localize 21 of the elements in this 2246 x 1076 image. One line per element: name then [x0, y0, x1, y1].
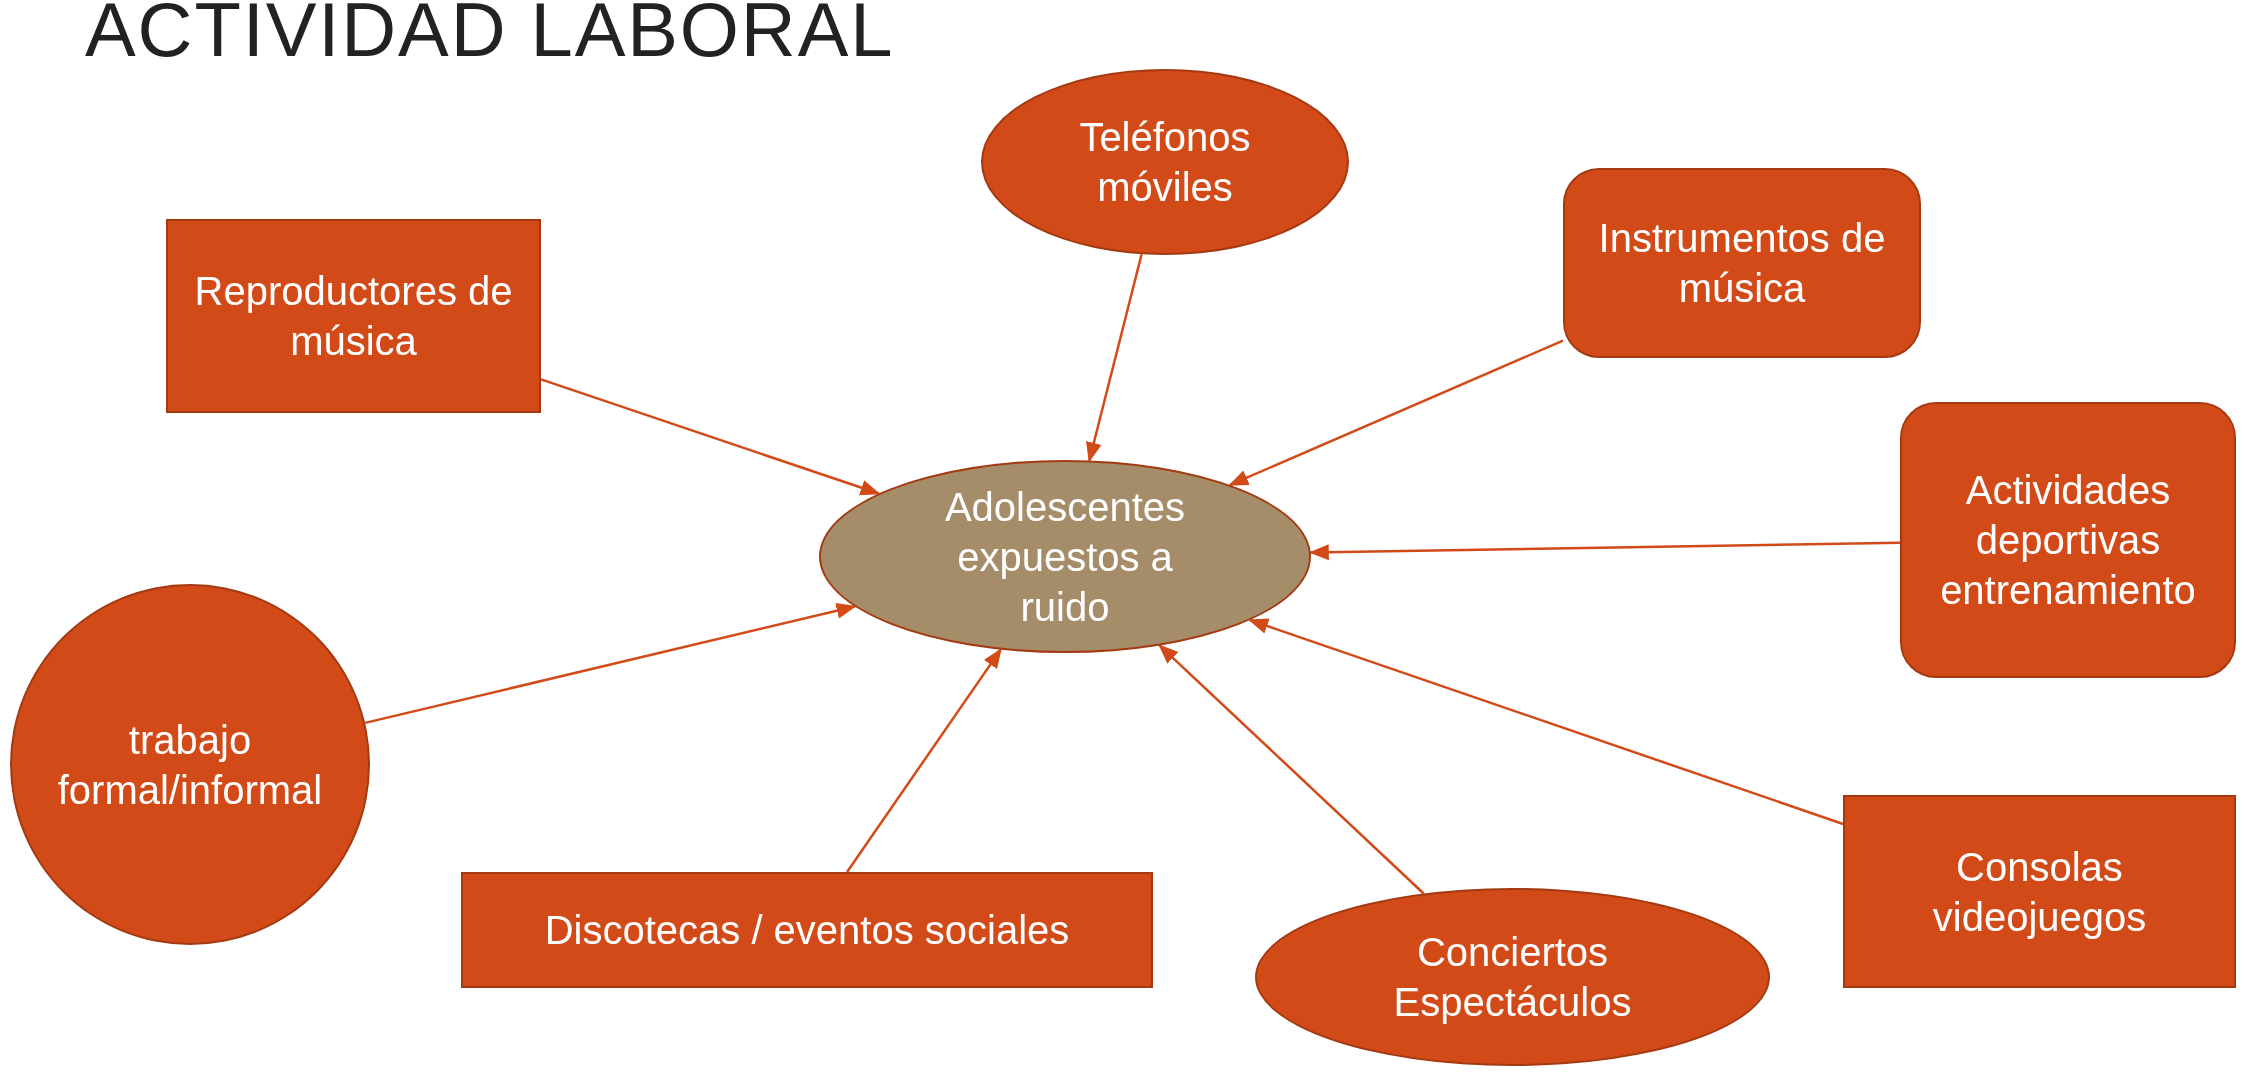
arrow — [1158, 644, 1425, 895]
node-label: Conciertos Espectáculos — [1392, 929, 1633, 1026]
arrow — [540, 378, 881, 496]
arrow — [1248, 618, 1844, 826]
arrow — [1086, 253, 1143, 463]
diagram-title: ACTIVIDAD LABORAL — [85, 0, 895, 68]
process-box — [1843, 795, 2236, 988]
node-label: Actividades deportivas entrenamiento — [1939, 467, 2197, 614]
rounded-box — [1563, 168, 1921, 358]
node-label: Reproductores de música — [193, 268, 514, 365]
process-box — [461, 872, 1153, 988]
arrow — [1228, 339, 1564, 487]
node-label: trabajo formal/informal — [56, 716, 324, 814]
process-box — [166, 219, 541, 413]
node-label: Discotecas / eventos sociales — [544, 907, 1070, 954]
node-label: Teléfonos móviles — [1078, 114, 1252, 211]
rounded-box — [1900, 402, 2236, 678]
node-label: Adolescentes expuestos a ruido — [943, 483, 1187, 631]
node-label: Consolas videojuegos — [1931, 843, 2148, 941]
arrow — [364, 602, 857, 725]
node-label: Instrumentos de música — [1597, 215, 1887, 312]
